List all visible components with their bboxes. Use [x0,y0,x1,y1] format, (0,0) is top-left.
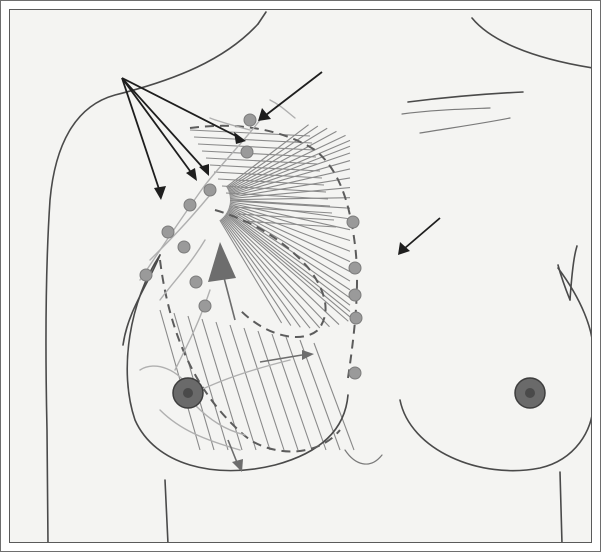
lymph-node [190,276,202,288]
lymph-node [347,216,359,228]
lymph-node [204,184,216,196]
pointer-arrow-icon [405,218,440,248]
pointer-arrow-icon [266,72,322,115]
left-breast-outline [400,400,592,471]
hatch-line [226,214,350,317]
lymph-node [184,199,196,211]
nipples [173,378,545,408]
clavicle-left [408,92,523,102]
clavicle-left-shadow [402,108,490,114]
lymph-node [349,262,361,274]
lymph-node [140,269,152,281]
hatch-line [225,215,348,322]
drainage-arrow-head-icon [208,242,236,282]
lymph-node [349,289,361,301]
torso-outline [46,12,592,543]
lymph-node [178,241,190,253]
left-shoulder-line [472,18,592,68]
lymph-node [241,146,253,158]
lymph-node [350,312,362,324]
breast-lymphatic-diagram [10,10,592,543]
hatch-line [227,128,327,189]
right-breast-side [123,255,160,345]
lymph-node [162,226,174,238]
pointer-arrow-icon [122,78,193,175]
right-waist-line [165,480,168,543]
collar-left-line [420,118,510,133]
dashed-boundary-outer [190,126,357,378]
hatch-line [230,198,350,200]
lymph-node [349,367,361,379]
sternum-fold [345,450,382,464]
lymph-node [244,114,256,126]
hatch-line [230,200,330,206]
pointer-arrow-icon [122,78,205,170]
left-waist-line [560,472,562,543]
left-nipple [525,388,535,398]
neck-right [258,12,266,24]
lymph-nodes [140,114,362,379]
lymph-node [199,300,211,312]
right-nipple [183,388,193,398]
figure-panel [9,9,592,543]
